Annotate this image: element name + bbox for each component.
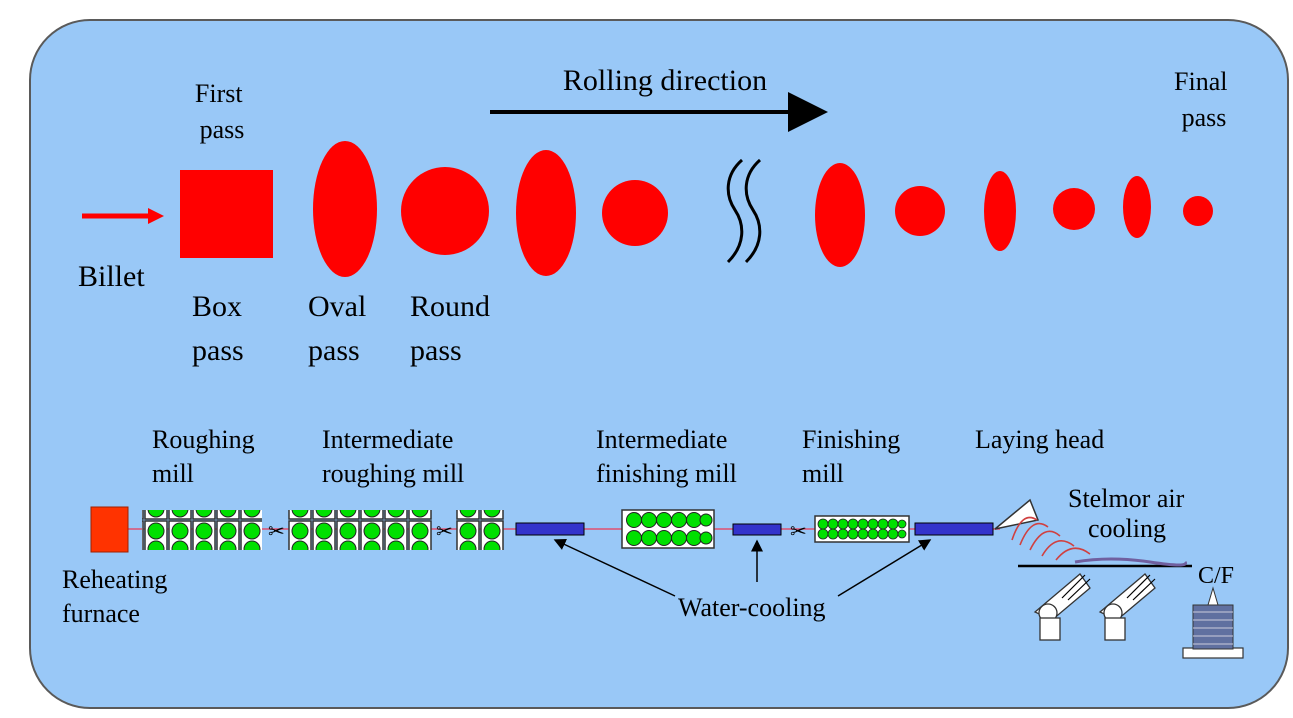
mill-line: Roughing mill Intermediate roughing mill… — [62, 425, 1244, 659]
fan-icon — [1033, 573, 1091, 641]
water-cooling-label: Water-cooling — [678, 593, 826, 622]
billet-arrow-head — [148, 208, 164, 224]
final-pass-line-2: pass — [1182, 103, 1227, 132]
water-cooling-box — [515, 522, 585, 536]
oval-pass-shape-2 — [516, 150, 576, 276]
laying-head — [994, 498, 1040, 530]
billet-label: Billet — [78, 260, 145, 293]
break-symbol — [726, 158, 762, 264]
round-pass-shape-2 — [602, 180, 668, 246]
box-pass-shape — [180, 170, 273, 258]
first-pass-line-1: First — [195, 79, 243, 108]
water-cooling-pointer-3 — [837, 539, 932, 597]
roughing-mill-label: Roughing mill — [152, 425, 261, 488]
oval-pass-shape-3 — [815, 163, 865, 267]
roughing-mill-line-2: mill — [152, 459, 194, 488]
finishing-mill-line-2: mill — [802, 459, 844, 488]
round-pass-line-2: pass — [410, 334, 462, 367]
stelmor-line-2: cooling — [1088, 514, 1166, 543]
shear-icon-2: ✂ — [436, 521, 453, 543]
coil-forming-station — [1182, 586, 1244, 659]
intermediate-finishing-stands — [621, 509, 715, 549]
oval-pass-shape-5 — [1123, 176, 1151, 238]
box-pass-label: Box pass — [192, 290, 250, 367]
intermediate-finishing-mill-label: Intermediate finishing mill — [596, 425, 737, 488]
fan-icon-2 — [1098, 573, 1156, 641]
reheating-furnace — [90, 506, 129, 553]
intermediate-roughing-line-2: roughing mill — [322, 459, 464, 488]
cf-label: C/F — [1198, 563, 1234, 589]
finishing-mill-stands — [814, 515, 910, 543]
final-pass-line-1: Final — [1174, 67, 1227, 96]
stelmor-air-cooling-label: Stelmor air cooling — [1068, 484, 1191, 543]
oval-pass-label: Oval pass — [308, 290, 374, 367]
intermediate-roughing-mill-label: Intermediate roughing mill — [322, 425, 464, 488]
water-cooling-pointer — [553, 539, 676, 597]
roughing-mill-line-1: Roughing — [152, 425, 255, 454]
rolling-direction-label: Rolling direction — [563, 64, 767, 97]
pass-sequence: Rolling direction Billet First pass Fina… — [78, 64, 1234, 367]
oval-pass-line-1: Oval — [308, 290, 366, 323]
round-pass-shape-3 — [895, 186, 945, 236]
laying-coils — [1011, 516, 1091, 561]
first-pass-line-2: pass — [200, 115, 245, 144]
reheating-line-1: Reheating — [62, 565, 167, 594]
finishing-mill-line-1: Finishing — [802, 425, 900, 454]
intermediate-roughing-stands — [288, 510, 432, 550]
oval-pass-shape — [313, 141, 377, 277]
stelmor-coils — [1074, 557, 1188, 567]
reheating-line-2: furnace — [62, 599, 140, 628]
round-pass-shape-5 — [1183, 196, 1213, 226]
box-pass-line-1: Box — [192, 290, 242, 323]
shear-icon-3: ✂ — [790, 521, 807, 543]
round-pass-label: Round pass — [410, 290, 498, 367]
round-pass-shape — [401, 167, 489, 255]
box-pass-line-2: pass — [192, 334, 244, 367]
intermediate-finishing-line-1: Intermediate — [596, 425, 727, 454]
intermediate-finishing-line-2: finishing mill — [596, 459, 737, 488]
round-pass-shape-4 — [1053, 188, 1095, 230]
reheating-furnace-label: Reheating furnace — [62, 565, 174, 628]
first-pass-label: First pass — [195, 79, 249, 144]
round-pass-line-1: Round — [410, 290, 490, 323]
water-cooling-box-2 — [732, 523, 782, 536]
intermediate-roughing-line-1: Intermediate — [322, 425, 453, 454]
stelmor-line-1: Stelmor air — [1068, 484, 1185, 513]
oval-pass-shape-4 — [984, 171, 1016, 251]
laying-head-label: Laying head — [975, 425, 1104, 454]
water-cooling-box-3 — [914, 522, 994, 536]
final-pass-label: Final pass — [1174, 67, 1234, 132]
roughing-mill-stands — [142, 510, 262, 550]
finishing-mill-label: Finishing mill — [802, 425, 907, 488]
shear-icon: ✂ — [268, 521, 285, 543]
oval-pass-line-2: pass — [308, 334, 360, 367]
intermediate-roughing-stands-2 — [456, 510, 504, 550]
